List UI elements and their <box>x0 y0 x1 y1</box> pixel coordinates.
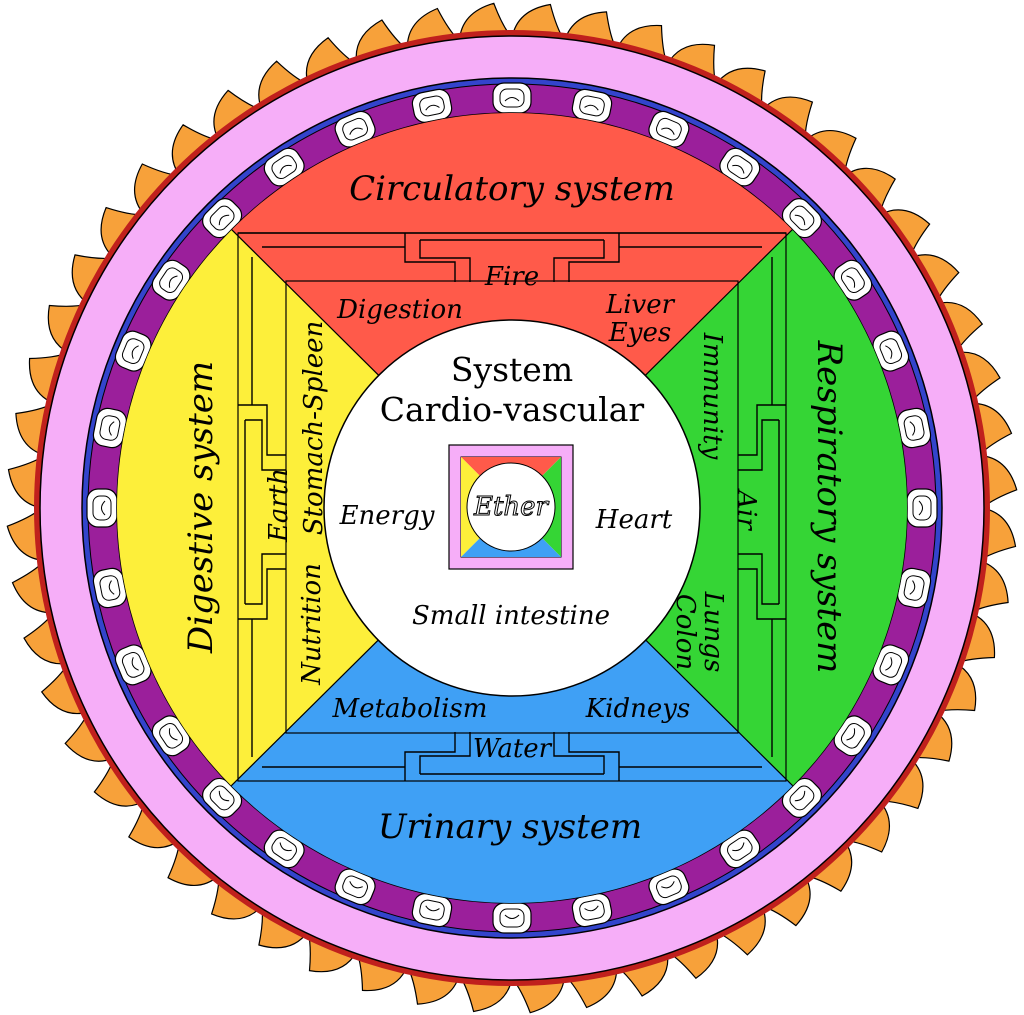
ornament-skull <box>872 330 910 372</box>
fire-label: Fire <box>484 262 539 292</box>
colon-label: Colon <box>670 594 700 670</box>
ornament-skull <box>151 715 191 757</box>
stomach-spleen-label: Stomach-Spleen <box>299 321 329 535</box>
digestive-system-label: Digestive system <box>181 361 221 654</box>
gates <box>238 232 786 781</box>
energy-label: Energy <box>339 501 435 531</box>
ether-label: Ether <box>473 492 550 522</box>
water-label: Water <box>473 734 553 764</box>
ornament-skull <box>781 777 822 818</box>
kidneys-label: Kidneys <box>585 694 691 724</box>
ornament-skull <box>648 868 690 906</box>
ornament-ring <box>86 82 938 934</box>
ornament-skull <box>492 902 532 934</box>
ornament-skull <box>202 777 243 818</box>
center-title-line1: System <box>451 350 573 389</box>
air-label: Air <box>731 488 761 531</box>
ornament-skull <box>897 407 932 449</box>
urinary-system-label: Urinary system <box>378 807 642 847</box>
ornament-skull <box>648 110 690 148</box>
small-intestine-label: Small intestine <box>412 601 610 631</box>
ether-square <box>448 444 574 570</box>
ornament-skull <box>151 259 191 301</box>
ornament-skull <box>92 407 127 449</box>
nutrition-label: Nutrition <box>297 563 327 686</box>
lungs-label: Lungs <box>698 591 728 673</box>
respiratory-system-label: Respiratory system <box>809 340 849 674</box>
earth-label: Earth <box>264 468 294 543</box>
heart-label: Heart <box>595 505 673 535</box>
ornament-skull <box>334 868 376 906</box>
digestion-label: Digestion <box>336 295 463 325</box>
ornament-skull <box>86 488 118 528</box>
metabolism-label: Metabolism <box>332 694 488 724</box>
ornament-skull <box>906 488 938 528</box>
center-title-line2: Cardio-vascular <box>380 390 645 429</box>
immunity-label: Immunity <box>697 332 727 460</box>
eyes-label: Eyes <box>608 318 671 348</box>
ornament-skull <box>263 829 305 869</box>
ornament-skull <box>492 82 532 114</box>
ornament-skull <box>411 88 453 123</box>
ornament-skull <box>334 110 376 148</box>
liver-label: Liver <box>605 290 676 320</box>
circulatory-system-label: Circulatory system <box>349 169 675 209</box>
palace-inner-wall <box>285 280 739 734</box>
